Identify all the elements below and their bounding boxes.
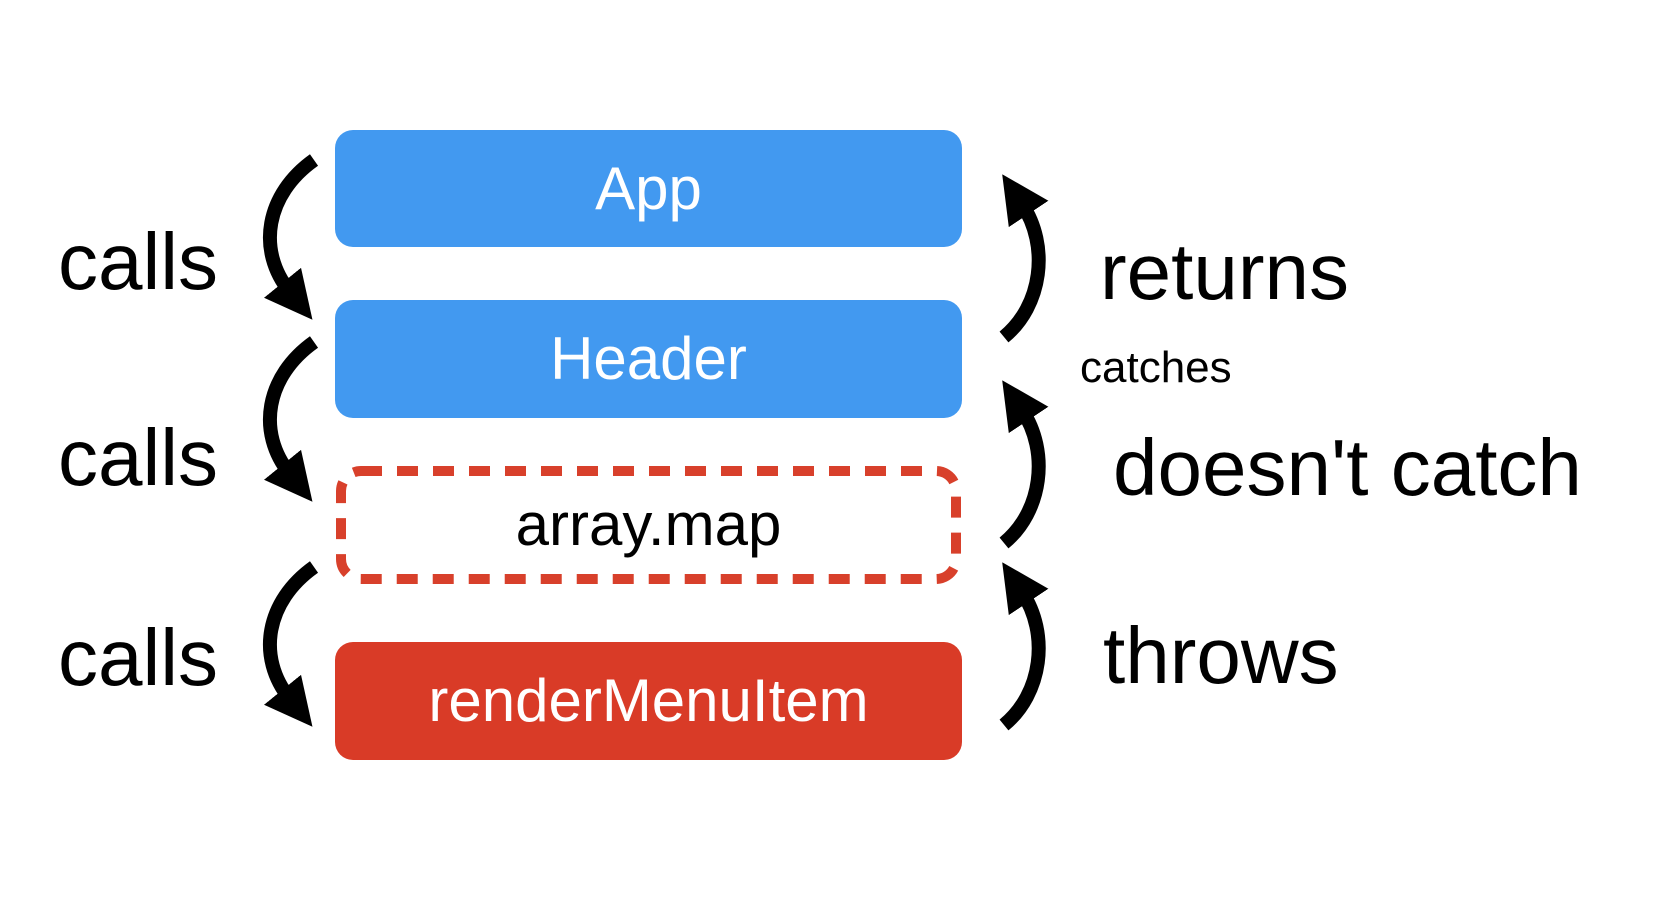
calls-label-3: calls — [58, 613, 219, 702]
calls-label-2: calls — [58, 413, 219, 502]
throws-label: throws — [1103, 611, 1339, 700]
box-header: Header — [335, 300, 962, 418]
calls-arrow-1-icon — [263, 154, 319, 320]
box-render-menu-item: renderMenuItem — [335, 642, 962, 760]
box-app-label: App — [595, 154, 702, 222]
catches-label: catches — [1080, 343, 1232, 392]
box-header-label: Header — [550, 325, 747, 392]
box-array-map-label: array.map — [515, 491, 782, 558]
calls-label-1: calls — [58, 217, 219, 306]
calls-arrow-3-icon — [263, 561, 319, 727]
throws-arrow-icon — [999, 562, 1049, 731]
dashed-border — [336, 466, 961, 584]
box-app: App — [335, 130, 962, 247]
box-render-menu-item-label: renderMenuItem — [428, 667, 869, 734]
returns-arrow-icon — [999, 174, 1049, 343]
calls-arrow-2-icon — [263, 336, 319, 502]
doesnt-catch-arrow-icon — [999, 380, 1049, 549]
returns-label: returns — [1100, 227, 1349, 316]
doesnt-catch-label: doesn't catch — [1113, 423, 1582, 512]
box-array-map: array.map — [335, 465, 962, 585]
